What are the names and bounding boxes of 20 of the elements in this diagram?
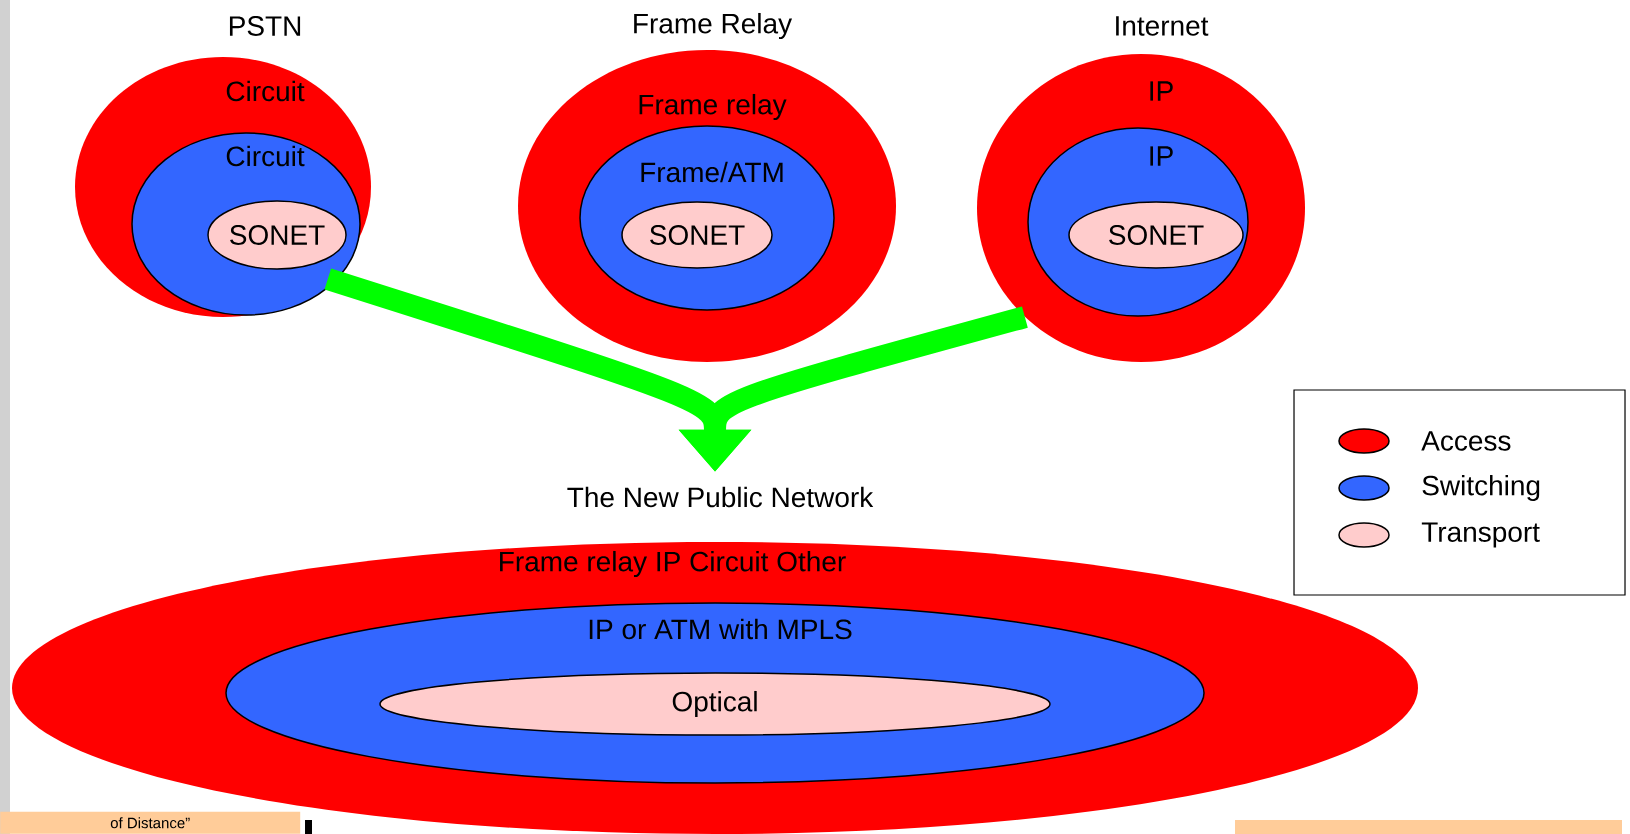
layer-label: IP (1150, 81, 1173, 101)
layer-label: IP or ATM with MPLS (589, 618, 852, 640)
legend-label: Switching (1422, 474, 1540, 502)
caption-bar: of Distance” (0, 811, 301, 834)
layer-label: Frame relay IP Circuit Other (500, 550, 846, 578)
layer-label: Optical (672, 690, 757, 718)
heading: The New Public Network (567, 486, 874, 508)
layer-label: Frame/ATM (641, 161, 783, 183)
layer-label: Circuit (226, 80, 305, 102)
layer-label: Circuit (226, 145, 305, 167)
heading: Internet (1116, 16, 1209, 36)
layer-label: IP (1150, 146, 1173, 166)
legend-label: Access (1421, 431, 1511, 451)
layer-label: SONET (1109, 225, 1204, 245)
legend-label: Transport (1421, 522, 1540, 548)
heading: PSTN (229, 16, 301, 36)
heading: Frame Relay (634, 12, 793, 40)
layer-label: Frame relay (639, 93, 787, 121)
layer-label: SONET (230, 225, 325, 245)
layer-label: SONET (650, 225, 745, 245)
